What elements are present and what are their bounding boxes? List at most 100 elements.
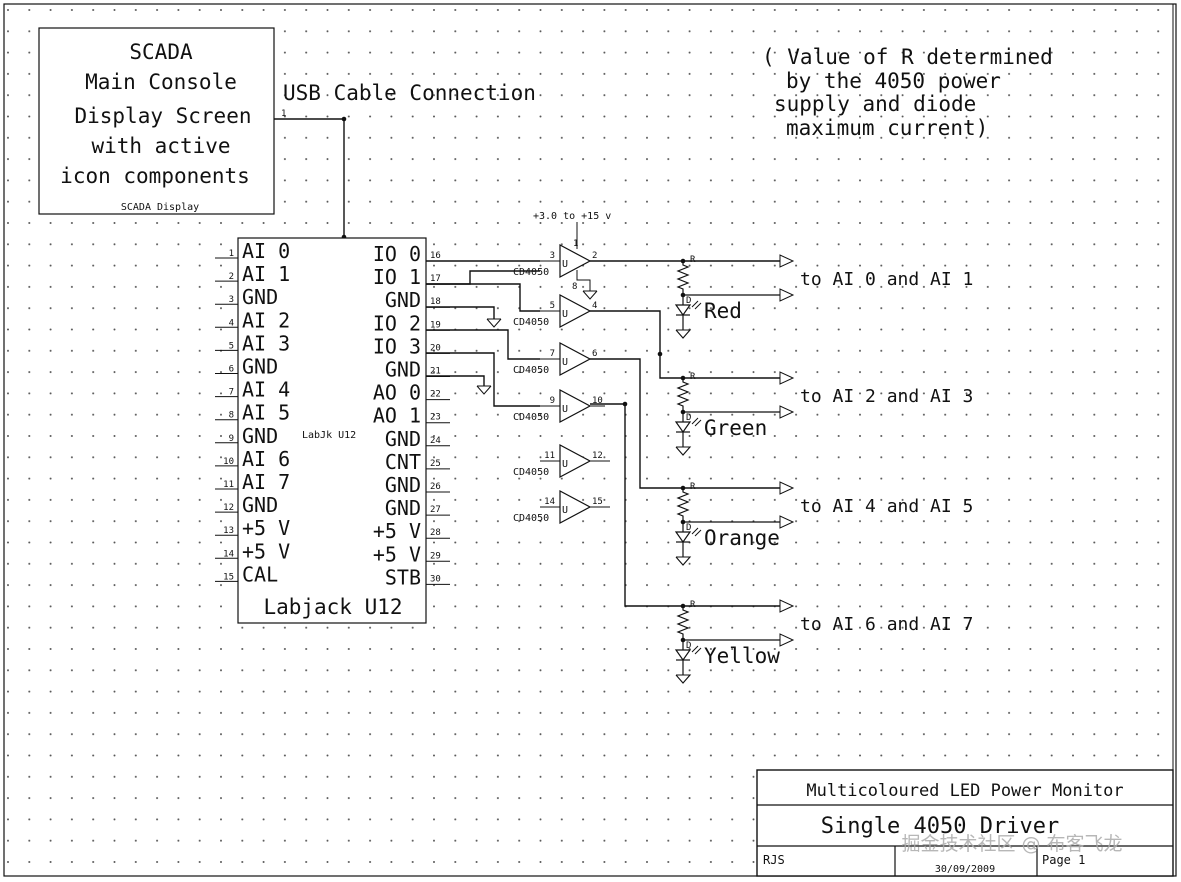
pin-label: +5 V — [373, 542, 421, 566]
scada-line-3: Display Screen — [74, 104, 251, 128]
diode-ref: D — [686, 641, 691, 651]
pin-number: 13 — [223, 526, 234, 536]
pin-number: 23 — [430, 413, 441, 423]
pin-label: GND — [242, 355, 278, 379]
labjack-ref: LabJk U12 — [302, 430, 356, 441]
buffer-part-label: CD4050 — [513, 412, 549, 423]
pin-label: AI 1 — [242, 262, 290, 286]
resistor-value-note: ( Value of R determined by the 4050 powe… — [762, 45, 1053, 140]
gnd18-ground-icon — [486, 318, 502, 328]
buffer-4-output-wire — [590, 403, 780, 607]
pin-label: GND — [385, 427, 421, 451]
pin-number: 16 — [430, 251, 441, 261]
usb-junction-dot — [341, 116, 347, 122]
usb-cable-label: USB Cable Connection — [283, 81, 536, 105]
pin-number: 9 — [229, 434, 234, 444]
pin-number: 22 — [430, 390, 441, 400]
labjack-pin-left: 2 AI 1 — [215, 262, 290, 286]
pin-number: 20 — [430, 343, 441, 353]
pin-label: AI 5 — [242, 401, 290, 425]
pin-label: GND — [385, 473, 421, 497]
pin-number: 1 — [229, 249, 234, 259]
pin-number: 12 — [223, 503, 234, 513]
buffer-unit-label: U — [562, 505, 568, 516]
buffer-1-ground-icon — [582, 290, 598, 300]
pin-label: AI 0 — [242, 239, 290, 263]
pin-label: +5 V — [373, 519, 421, 543]
buffer-vdd-pin: 1 — [573, 239, 578, 249]
scada-line-4: with active — [91, 134, 230, 158]
buffer-part-label: CD4050 — [513, 365, 549, 376]
pin-label: IO 1 — [373, 265, 421, 289]
gnd21-wire — [426, 375, 485, 386]
buffer-part-label: CD4050 — [513, 267, 549, 278]
io2-to-buffer-3-wire — [426, 329, 540, 360]
supply-voltage-label: +3.0 to +15 v — [533, 211, 611, 222]
pin-label: GND — [385, 358, 421, 382]
buffer-gnd-pin: 8 — [572, 282, 577, 292]
note-line-2: by the 4050 power — [786, 69, 1001, 93]
note-line-3: supply and diode — [774, 92, 976, 116]
pin-label: CAL — [242, 562, 278, 586]
title-block-subtitle: Single 4050 Driver — [821, 814, 1059, 839]
pin-number: 4 — [229, 318, 234, 328]
pin-number: 7 — [229, 388, 234, 398]
buffer-output-pin: 10 — [592, 396, 603, 406]
pin-label: GND — [385, 496, 421, 520]
resistor-ref: R — [690, 372, 696, 382]
pin-label: AI 3 — [242, 331, 290, 355]
pin-label: AI 4 — [242, 378, 290, 402]
buffer-unit-label: U — [562, 404, 568, 415]
pin-number: 14 — [223, 549, 234, 559]
pin-number: 18 — [430, 297, 441, 307]
output-target-label: to AI 2 and AI 3 — [800, 386, 973, 407]
scada-line-2: Main Console — [85, 70, 237, 94]
scada-line-5: icon components — [60, 164, 250, 188]
pin-number: 11 — [223, 480, 234, 490]
pin-label: GND — [242, 285, 278, 309]
labjack-pin-left: 13+5 V — [215, 516, 290, 540]
pin-label: +5 V — [242, 539, 290, 563]
page-border — [3, 3, 1177, 877]
output-target-label: to AI 4 and AI 5 — [800, 496, 973, 517]
buffer-unit-label: U — [562, 309, 568, 320]
labjack-pin-left: 14 +5 V — [215, 539, 290, 563]
pin-label: STB — [385, 565, 421, 589]
pin-label: IO 3 — [373, 334, 421, 358]
labjack-pin-left: 5 AI 3 — [215, 331, 290, 355]
labjack-pin-right: 29+5 V — [373, 542, 450, 566]
pin-number: 5 — [229, 341, 234, 351]
scada-line-1: SCADA — [129, 40, 193, 64]
pin-label: IO 0 — [373, 242, 421, 266]
buffer-3-output-wire — [590, 358, 780, 489]
diode-ref: D — [686, 523, 691, 533]
buffer-output-pin: 4 — [592, 301, 597, 311]
led-color-label: Green — [704, 416, 767, 440]
pin-label: GND — [242, 493, 278, 517]
led-color-label: Red — [704, 299, 742, 323]
pin-label: CNT — [385, 450, 421, 474]
buffer-input-pin: 5 — [550, 301, 555, 311]
io1-tap-wire — [426, 270, 540, 285]
gnd18-wire — [426, 306, 495, 319]
labjack-pin-left: 12 GND — [215, 493, 278, 517]
buffer-output-pin: 6 — [592, 349, 597, 359]
title-block-author: RJS — [763, 853, 785, 867]
pin-label: GND — [242, 424, 278, 448]
pin-number: 2 — [229, 272, 234, 282]
